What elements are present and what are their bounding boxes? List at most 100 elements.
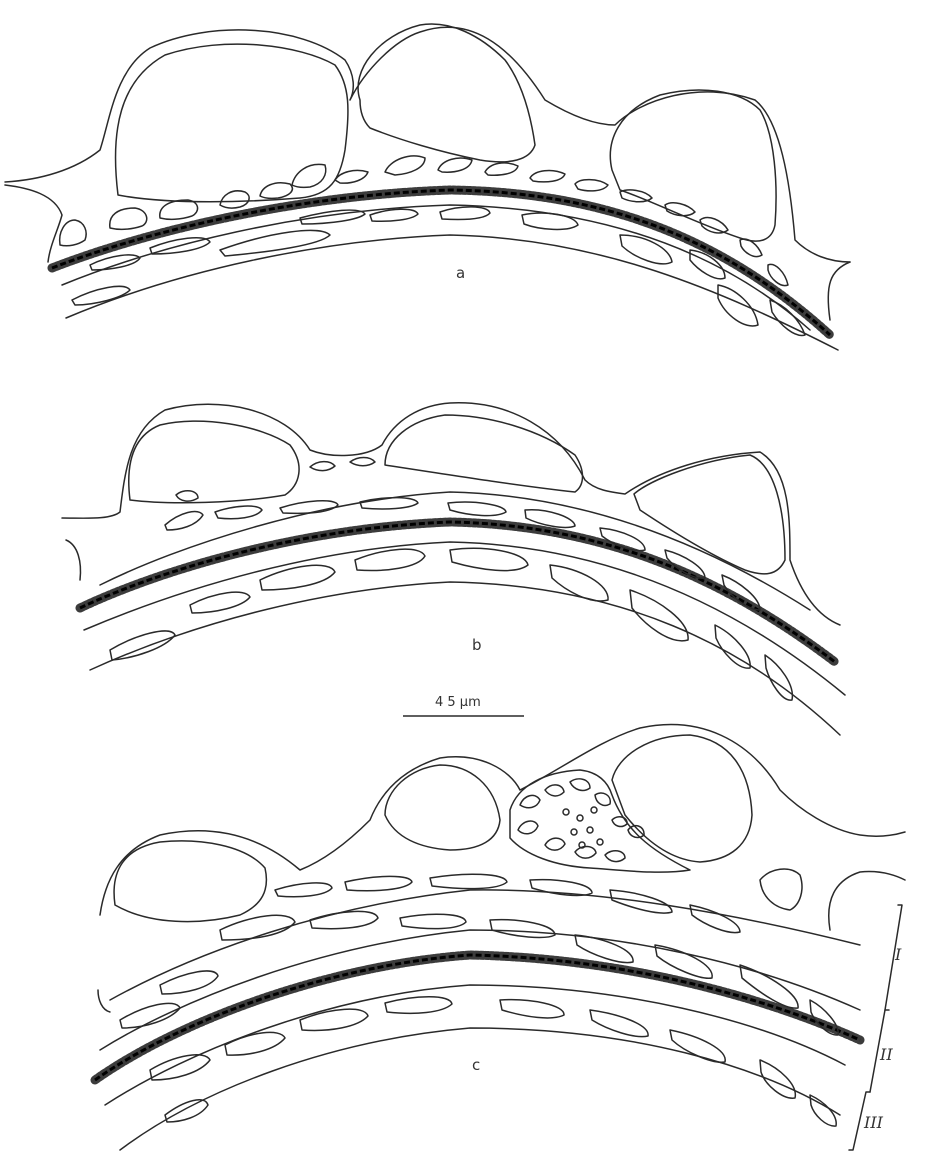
panel-a-elongated-cell xyxy=(522,213,578,229)
panel-a-small-cell xyxy=(438,158,472,172)
panel-b-elongated-cell xyxy=(448,502,506,516)
panel-a-small-cell xyxy=(110,208,147,229)
panel-c-large-cell xyxy=(385,765,500,850)
panel-c-elongated-cell xyxy=(165,1100,208,1122)
panel-b-elongated-cell xyxy=(190,592,250,613)
panel-b-large-cell xyxy=(129,421,299,503)
panel-a-large-cell xyxy=(115,44,347,202)
panel-c-elongated-cell xyxy=(345,876,412,890)
panel-c-label: c xyxy=(472,1056,480,1074)
panel-c-outer-wall xyxy=(760,869,802,910)
panel-c-pore xyxy=(597,839,603,845)
panel-c-elongated-cell xyxy=(385,997,452,1014)
panel-c-elongated-cell xyxy=(590,1010,648,1037)
panel-a-outer-wall xyxy=(5,27,850,262)
panel-c-cluster-cell xyxy=(520,795,540,807)
panel-c-pore xyxy=(571,829,577,835)
panel-b-elongated-cell xyxy=(550,565,608,601)
panel-b-elongated-cell xyxy=(355,549,425,570)
panel-c-elongated-cell xyxy=(500,1000,564,1018)
panel-c-cluster-cell xyxy=(595,793,610,805)
panel-a-elongated-cell xyxy=(370,209,418,221)
panel-c-inner-wall xyxy=(100,930,860,1050)
panel-c-large-cell xyxy=(612,735,752,862)
panel-a-elongated-cell xyxy=(440,207,490,220)
panel-a-small-cell xyxy=(220,191,249,208)
panel-a-small-cell xyxy=(335,170,368,183)
panel-c-inner-wall xyxy=(120,1028,840,1150)
panel-a-elongated-cell xyxy=(90,255,140,270)
layer-label-ii: II xyxy=(879,1045,893,1064)
panel-c-cluster-cell xyxy=(570,779,590,791)
panel-a-elongated-cell xyxy=(718,285,758,326)
panel-b-small-cell xyxy=(176,491,198,501)
panel-c-elongated-cell xyxy=(760,1060,795,1098)
panel-b: b xyxy=(62,403,845,735)
panel-b-small-cell xyxy=(310,462,335,471)
panel-b-elongated-cell xyxy=(110,631,175,660)
panel-c-inner-wall xyxy=(110,890,860,1000)
panel-a-label: a xyxy=(456,264,465,282)
panel-c-cluster-cell xyxy=(612,817,627,827)
panel-c-cluster-region xyxy=(510,770,690,872)
panel-c-large-cell xyxy=(114,841,266,922)
panel-a-small-cell xyxy=(260,183,292,199)
panel-c-outer-wall xyxy=(100,725,905,915)
panel-c-cluster-cell xyxy=(545,785,564,796)
panel-b-elongated-cell xyxy=(765,655,792,700)
panel-c-pore xyxy=(577,815,583,821)
layer-label-i: I xyxy=(894,945,902,964)
panel-a-small-cell xyxy=(60,220,86,246)
panel-c-elongated-cell xyxy=(690,905,740,933)
panel-c-elongated-cell xyxy=(490,920,555,938)
panel-b-inner-wall xyxy=(90,582,840,735)
panel-b-large-cell xyxy=(634,455,785,574)
panel-a-small-cell xyxy=(485,163,518,175)
panel-a-elongated-cell xyxy=(620,235,672,264)
panel-a-small-cell xyxy=(385,156,425,175)
panel-b-outer-wall xyxy=(66,540,80,580)
panel-a-large-cell xyxy=(358,24,535,162)
panel-b-small-cell xyxy=(350,458,375,466)
panel-c-pore xyxy=(587,827,593,833)
scale-bar-label: 4 5 µm xyxy=(435,695,481,710)
panel-c-elongated-cell xyxy=(400,914,466,928)
panel-a-small-cell xyxy=(575,180,608,191)
panel-c: I II III c xyxy=(95,725,905,1150)
panel-c-pore xyxy=(591,807,597,813)
panel-c-elongated-cell xyxy=(310,911,378,928)
panel-a-elongated-cell xyxy=(72,286,130,305)
panel-c-cluster-cell xyxy=(545,838,565,850)
panel-b-elongated-cell xyxy=(165,512,203,530)
panel-c-pore xyxy=(563,809,569,815)
panel-b-elongated-cell xyxy=(280,501,338,514)
panel-a-outer-wall xyxy=(828,262,850,320)
panel-a-outer-wall xyxy=(5,185,62,262)
panel-a-elongated-cell xyxy=(220,230,330,256)
panel-c-elongated-cell xyxy=(275,883,332,897)
layer-label-iii: III xyxy=(863,1113,884,1132)
panel-c-outer-wall xyxy=(98,990,110,1012)
panel-b-sclerenchyma-band xyxy=(80,522,835,662)
panel-b-label: b xyxy=(472,636,482,654)
panel-c-elongated-cell xyxy=(430,874,507,888)
panel-c-outer-wall xyxy=(829,872,905,930)
panel-a-small-cell xyxy=(160,200,198,219)
panel-b-elongated-cell xyxy=(360,498,418,509)
panel-b-large-cell xyxy=(385,415,583,492)
panel-c-elongated-cell xyxy=(150,1055,210,1080)
panel-b-inner-wall xyxy=(100,492,810,610)
panel-c-elongated-cell xyxy=(160,971,218,994)
panel-b-elongated-cell xyxy=(630,590,688,641)
panel-a-small-cell xyxy=(292,164,326,187)
panel-b-elongated-cell xyxy=(260,565,335,590)
panel-c-inner-wall xyxy=(105,985,845,1105)
panel-c-elongated-cell xyxy=(300,1009,368,1030)
panel-c-cluster-cell xyxy=(575,846,596,858)
panel-c-elongated-cell xyxy=(670,1030,725,1062)
panel-a: a xyxy=(5,24,850,350)
panel-b-elongated-cell xyxy=(215,506,262,519)
panel-b-elongated-cell xyxy=(450,548,528,570)
scale-bar: 4 5 µm xyxy=(403,695,524,716)
